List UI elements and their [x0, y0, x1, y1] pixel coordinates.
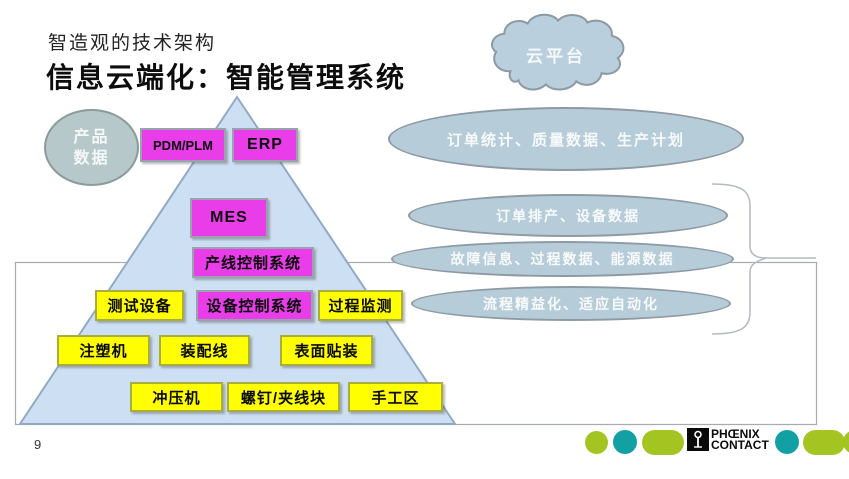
smt-box: 表面贴装 — [280, 335, 373, 366]
product-data-line1: 产品 — [73, 128, 110, 146]
ellipse-order-stats: 订单统计、质量数据、生产计划 — [388, 107, 744, 171]
page-title: 信息云端化：智能管理系统 — [46, 62, 407, 93]
ellipse-order-scheduling: 订单排产、设备数据 — [408, 194, 728, 237]
brand-pill-green-1 — [642, 430, 684, 455]
brand-dot-green-1 — [585, 431, 608, 454]
cloud-platform-label: 云平台 — [526, 47, 586, 66]
phoenix-contact-logo: PHŒNIX CONTACT — [711, 427, 769, 452]
injection-molding-box: 注塑机 — [57, 335, 150, 366]
process-monitoring-box: 过程监测 — [318, 290, 403, 321]
cloud-platform-shape: 云平台 — [480, 8, 632, 102]
brand-dot-green-2 — [843, 430, 849, 454]
logo-line2: CONTACT — [711, 438, 769, 452]
page-number: 9 — [34, 437, 42, 452]
screw-clamp-block-box: 螺钉/夹线块 — [227, 382, 340, 412]
phoenix-contact-logo-icon — [687, 428, 709, 451]
ellipse-fault-info: 故障信息、过程数据、能源数据 — [391, 241, 734, 277]
stamping-machine-box: 冲压机 — [130, 382, 223, 412]
logo-line1: PHŒNIX — [711, 427, 760, 441]
ellipse-lean-process: 流程精益化、适应自动化 — [411, 286, 731, 321]
pdm-plm-box: PDM/PLM — [140, 128, 226, 162]
brand-dot-teal-2 — [775, 430, 799, 454]
line-control-system-box: 产线控制系统 — [192, 247, 314, 278]
slide-subtitle: 智造观的技术架构 — [48, 33, 217, 54]
brand-pill-green-2 — [803, 430, 845, 455]
erp-box: ERP — [232, 128, 298, 162]
brand-dot-teal-1 — [613, 430, 637, 454]
manual-area-box: 手工区 — [348, 382, 443, 412]
product-data-line2: 数据 — [73, 149, 110, 167]
cloud-icon — [491, 13, 625, 91]
device-control-system-box: 设备控制系统 — [196, 290, 313, 321]
mes-box: MES — [190, 198, 268, 238]
test-equipment-box: 测试设备 — [95, 290, 184, 321]
assembly-line-box: 装配线 — [159, 335, 250, 366]
product-data-circle: 产品 数据 — [44, 109, 139, 186]
